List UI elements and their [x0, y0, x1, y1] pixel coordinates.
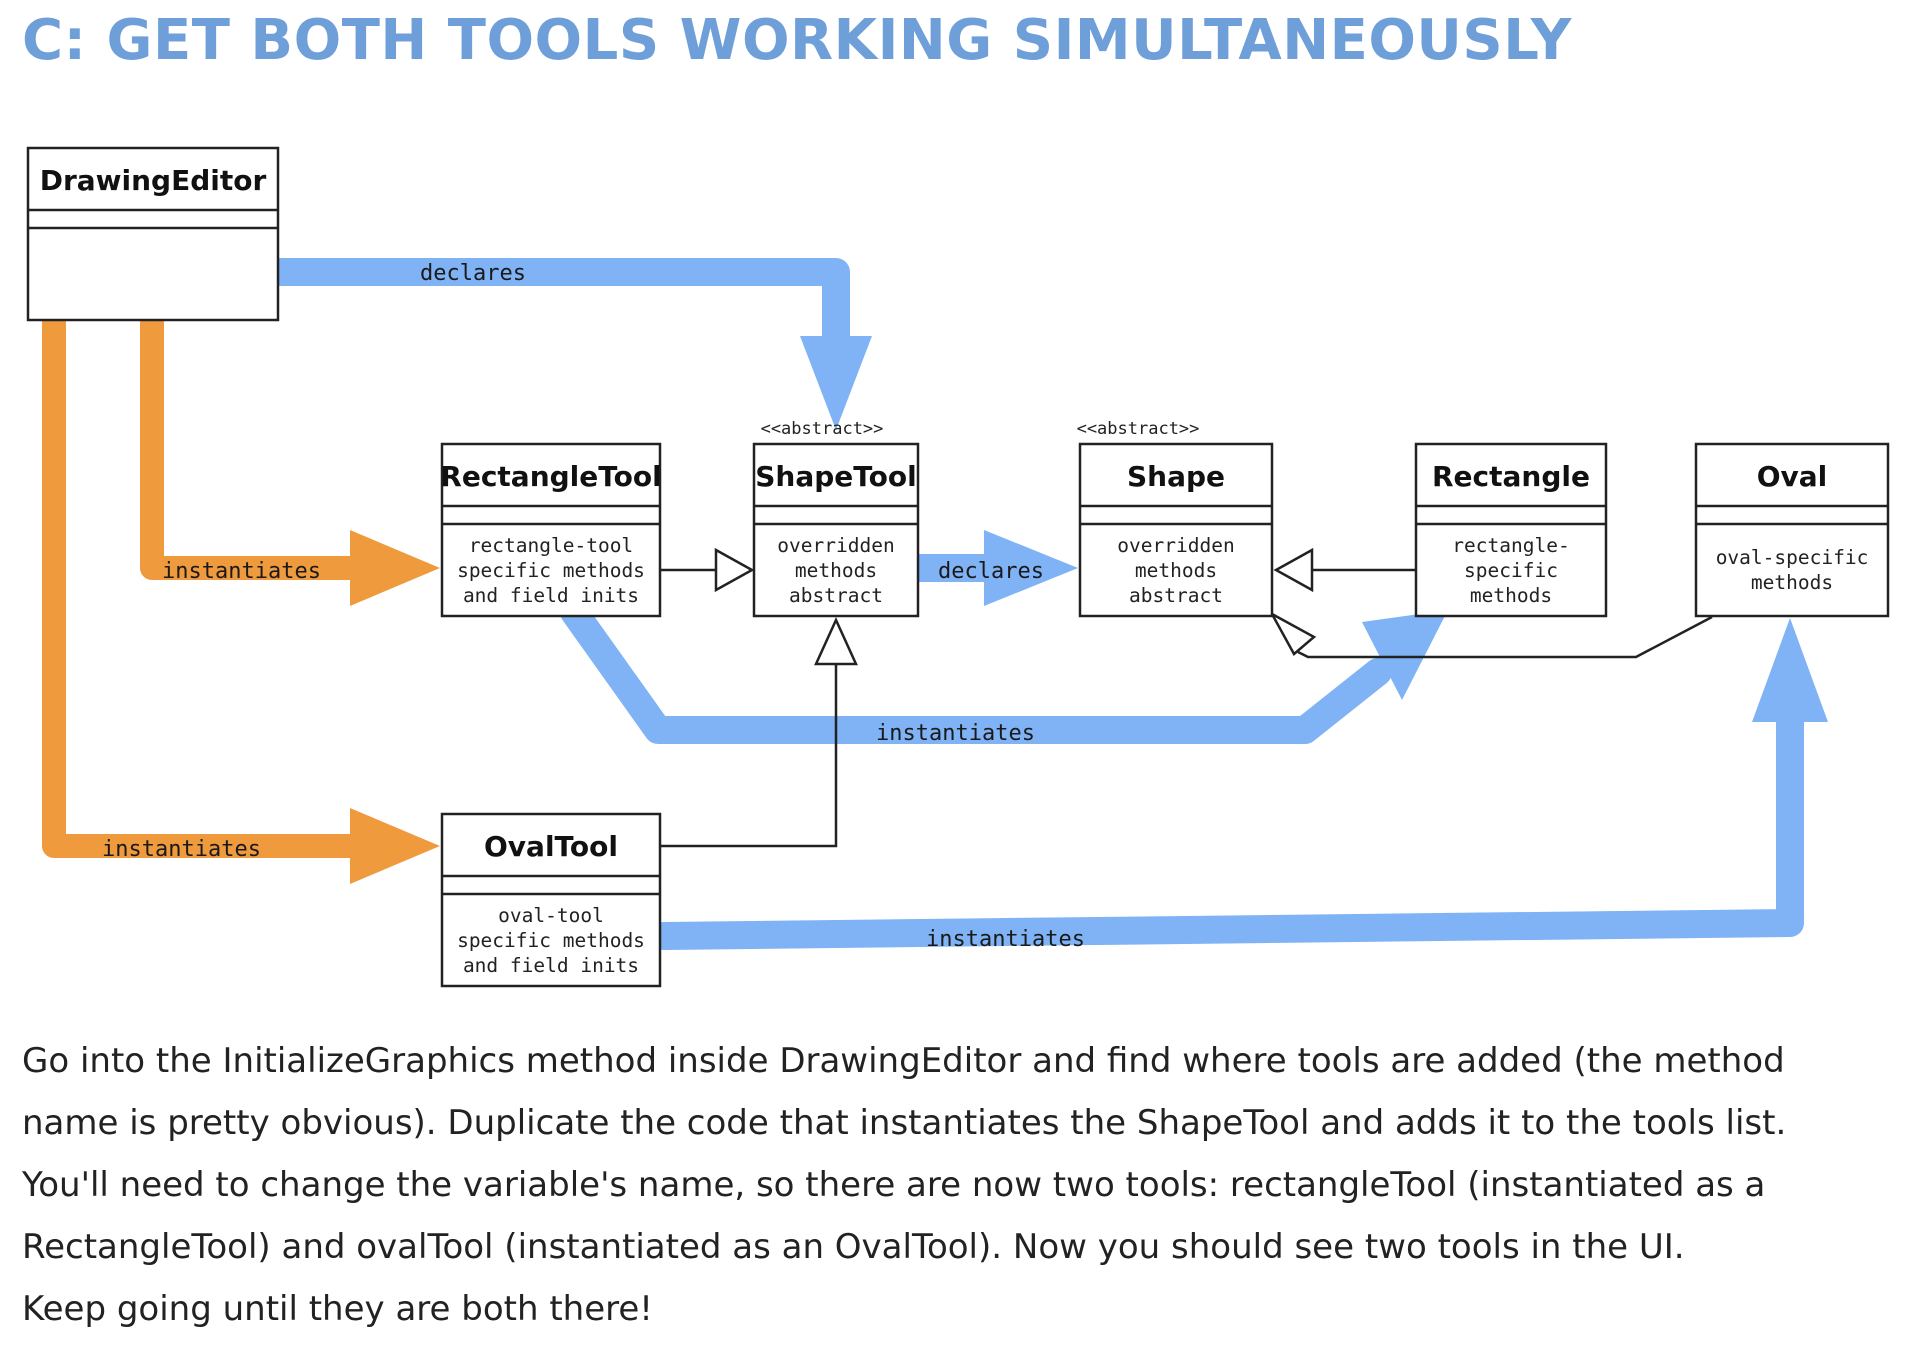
class-body-line: abstract [1129, 584, 1223, 607]
class-box-oval [1694, 442, 1890, 618]
arrow-editor-declares-shapetool [266, 258, 850, 350]
edge-label-editor-instantiates-rectangletool: instantiates [162, 559, 321, 584]
class-body-line: abstract [789, 584, 883, 607]
class-body-line: oval-tool [498, 904, 604, 927]
generalization-oval-shape [1297, 615, 1713, 659]
class-box-ovaltool [440, 812, 662, 988]
arrowhead-editor-declares [800, 336, 872, 430]
arrow-ovaltool-instantiates-oval [650, 702, 1804, 950]
arrowhead-editor-instantiates-ovaltool [350, 808, 440, 884]
arrow-rectangletool-instantiates-rectangle [560, 598, 1392, 744]
arrowhead-shapetool-declares [984, 530, 1078, 606]
arrow-editor-instantiates-ovaltool [42, 306, 364, 858]
generalization-ovaltool-shapetool [660, 664, 838, 848]
class-body-line: specific methods [457, 559, 645, 582]
class-body-line: specific methods [457, 929, 645, 952]
page-heading: C: GET BOTH TOOLS WORKING SIMULTANEOUSLY [22, 8, 1572, 73]
uml-class-diagram: DrawingEditor RectangleTool ShapeTool Sh… [26, 146, 1890, 988]
instructions-line: name is pretty obvious). Duplicate the c… [22, 1103, 1787, 1143]
class-box-drawingeditor [26, 146, 280, 322]
stereotype-shapetool: <<abstract>> [761, 419, 884, 439]
edge-label-ovaltool-instantiates: instantiates [926, 927, 1085, 952]
class-name-drawingeditor: DrawingEditor [40, 164, 267, 197]
hollow-triangle-icon [1268, 610, 1317, 656]
hollow-triangle-icon [1273, 547, 1314, 593]
class-box-shapetool [752, 442, 920, 618]
class-box-rectangletool [440, 442, 662, 618]
hollow-triangle-icon [814, 616, 858, 666]
class-body-line: rectangle-tool [469, 534, 633, 557]
class-body-line: rectangle- [1452, 534, 1569, 557]
class-body-line: specific [1464, 559, 1558, 582]
edge-label-rectangletool-instantiates: instantiates [876, 721, 1035, 746]
instructions-line: You'll need to change the variable's nam… [22, 1165, 1766, 1205]
class-body-line: methods [1470, 584, 1552, 607]
class-body-line: overridden [777, 534, 894, 557]
edge-label-editor-declares: declares [420, 261, 526, 286]
arrowhead-ovaltool-instantiates [1752, 618, 1828, 722]
stereotype-shape: <<abstract>> [1077, 419, 1200, 439]
class-body-line: methods [795, 559, 877, 582]
arrowhead-rectangletool-instantiates [1362, 610, 1448, 700]
class-body-line: methods [1751, 571, 1833, 594]
class-body-line: methods [1135, 559, 1217, 582]
class-body-line: and field inits [463, 954, 639, 977]
class-name-oval: Oval [1757, 460, 1828, 493]
class-name-rectangletool: RectangleTool [440, 460, 661, 493]
arrow-editor-instantiates-rectangletool [140, 306, 364, 580]
class-box-shape [1078, 442, 1274, 618]
class-box-rectangle [1414, 442, 1608, 618]
hollow-triangle-icon [714, 547, 755, 593]
class-body-line: and field inits [463, 584, 639, 607]
edge-label-editor-instantiates-ovaltool: instantiates [102, 837, 261, 862]
instructions-paragraph: Go into the InitializeGraphics method in… [22, 1030, 1902, 1340]
class-name-shape: Shape [1127, 460, 1225, 493]
class-body-line: oval-specific [1716, 546, 1869, 569]
instructions-line: Keep going until they are both there! [22, 1289, 653, 1329]
arrowhead-editor-instantiates-rectangletool [350, 530, 440, 606]
instructions-line: Go into the InitializeGraphics method in… [22, 1041, 1785, 1081]
class-name-rectangle: Rectangle [1432, 460, 1590, 493]
class-name-ovaltool: OvalTool [484, 830, 618, 863]
instructions-line: RectangleTool) and ovalTool (instantiate… [22, 1227, 1685, 1267]
edge-label-shapetool-declares: declares [938, 559, 1044, 584]
class-body-line: overridden [1117, 534, 1234, 557]
class-name-shapetool: ShapeTool [755, 460, 916, 493]
